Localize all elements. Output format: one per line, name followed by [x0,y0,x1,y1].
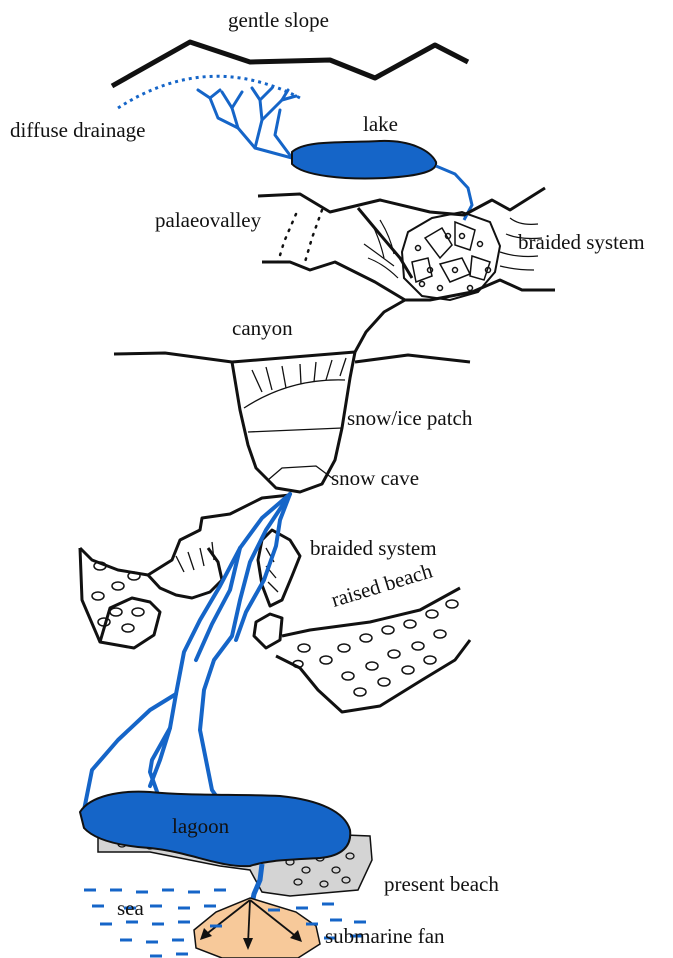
label-braided-system-upper: braided system [518,232,645,253]
label-palaeovalley: palaeovalley [155,210,261,231]
lower-river-channels [84,494,290,810]
raised-beach-pebbles [293,600,458,696]
label-lake: lake [363,114,398,135]
label-diffuse-drainage: diffuse drainage [10,120,145,141]
label-canyon: canyon [232,318,293,339]
label-gentle-slope: gentle slope [228,10,329,31]
upper-terrain [258,188,555,300]
braided-to-canyon-link [355,300,405,352]
label-snow-ice-patch: snow/ice patch [347,408,472,429]
canyon-rim [114,352,470,362]
left-pebbles [92,562,144,632]
palaeovalley-dots [278,210,322,262]
canyon-inner-lines [244,358,346,480]
gentle-slope-line [112,42,468,86]
label-present-beach: present beach [384,874,499,895]
diffuse-drainage-channels [198,88,296,158]
label-sea: sea [117,898,144,919]
label-snow-cave: snow cave [331,468,419,489]
lake-shape [292,141,436,179]
label-submarine-fan: submarine fan [325,926,445,947]
raised-beach [276,588,470,712]
label-braided-system-lower: braided system [310,538,437,559]
label-lagoon: lagoon [172,816,229,837]
diffuse-drainage-dotted-arc [118,76,300,108]
